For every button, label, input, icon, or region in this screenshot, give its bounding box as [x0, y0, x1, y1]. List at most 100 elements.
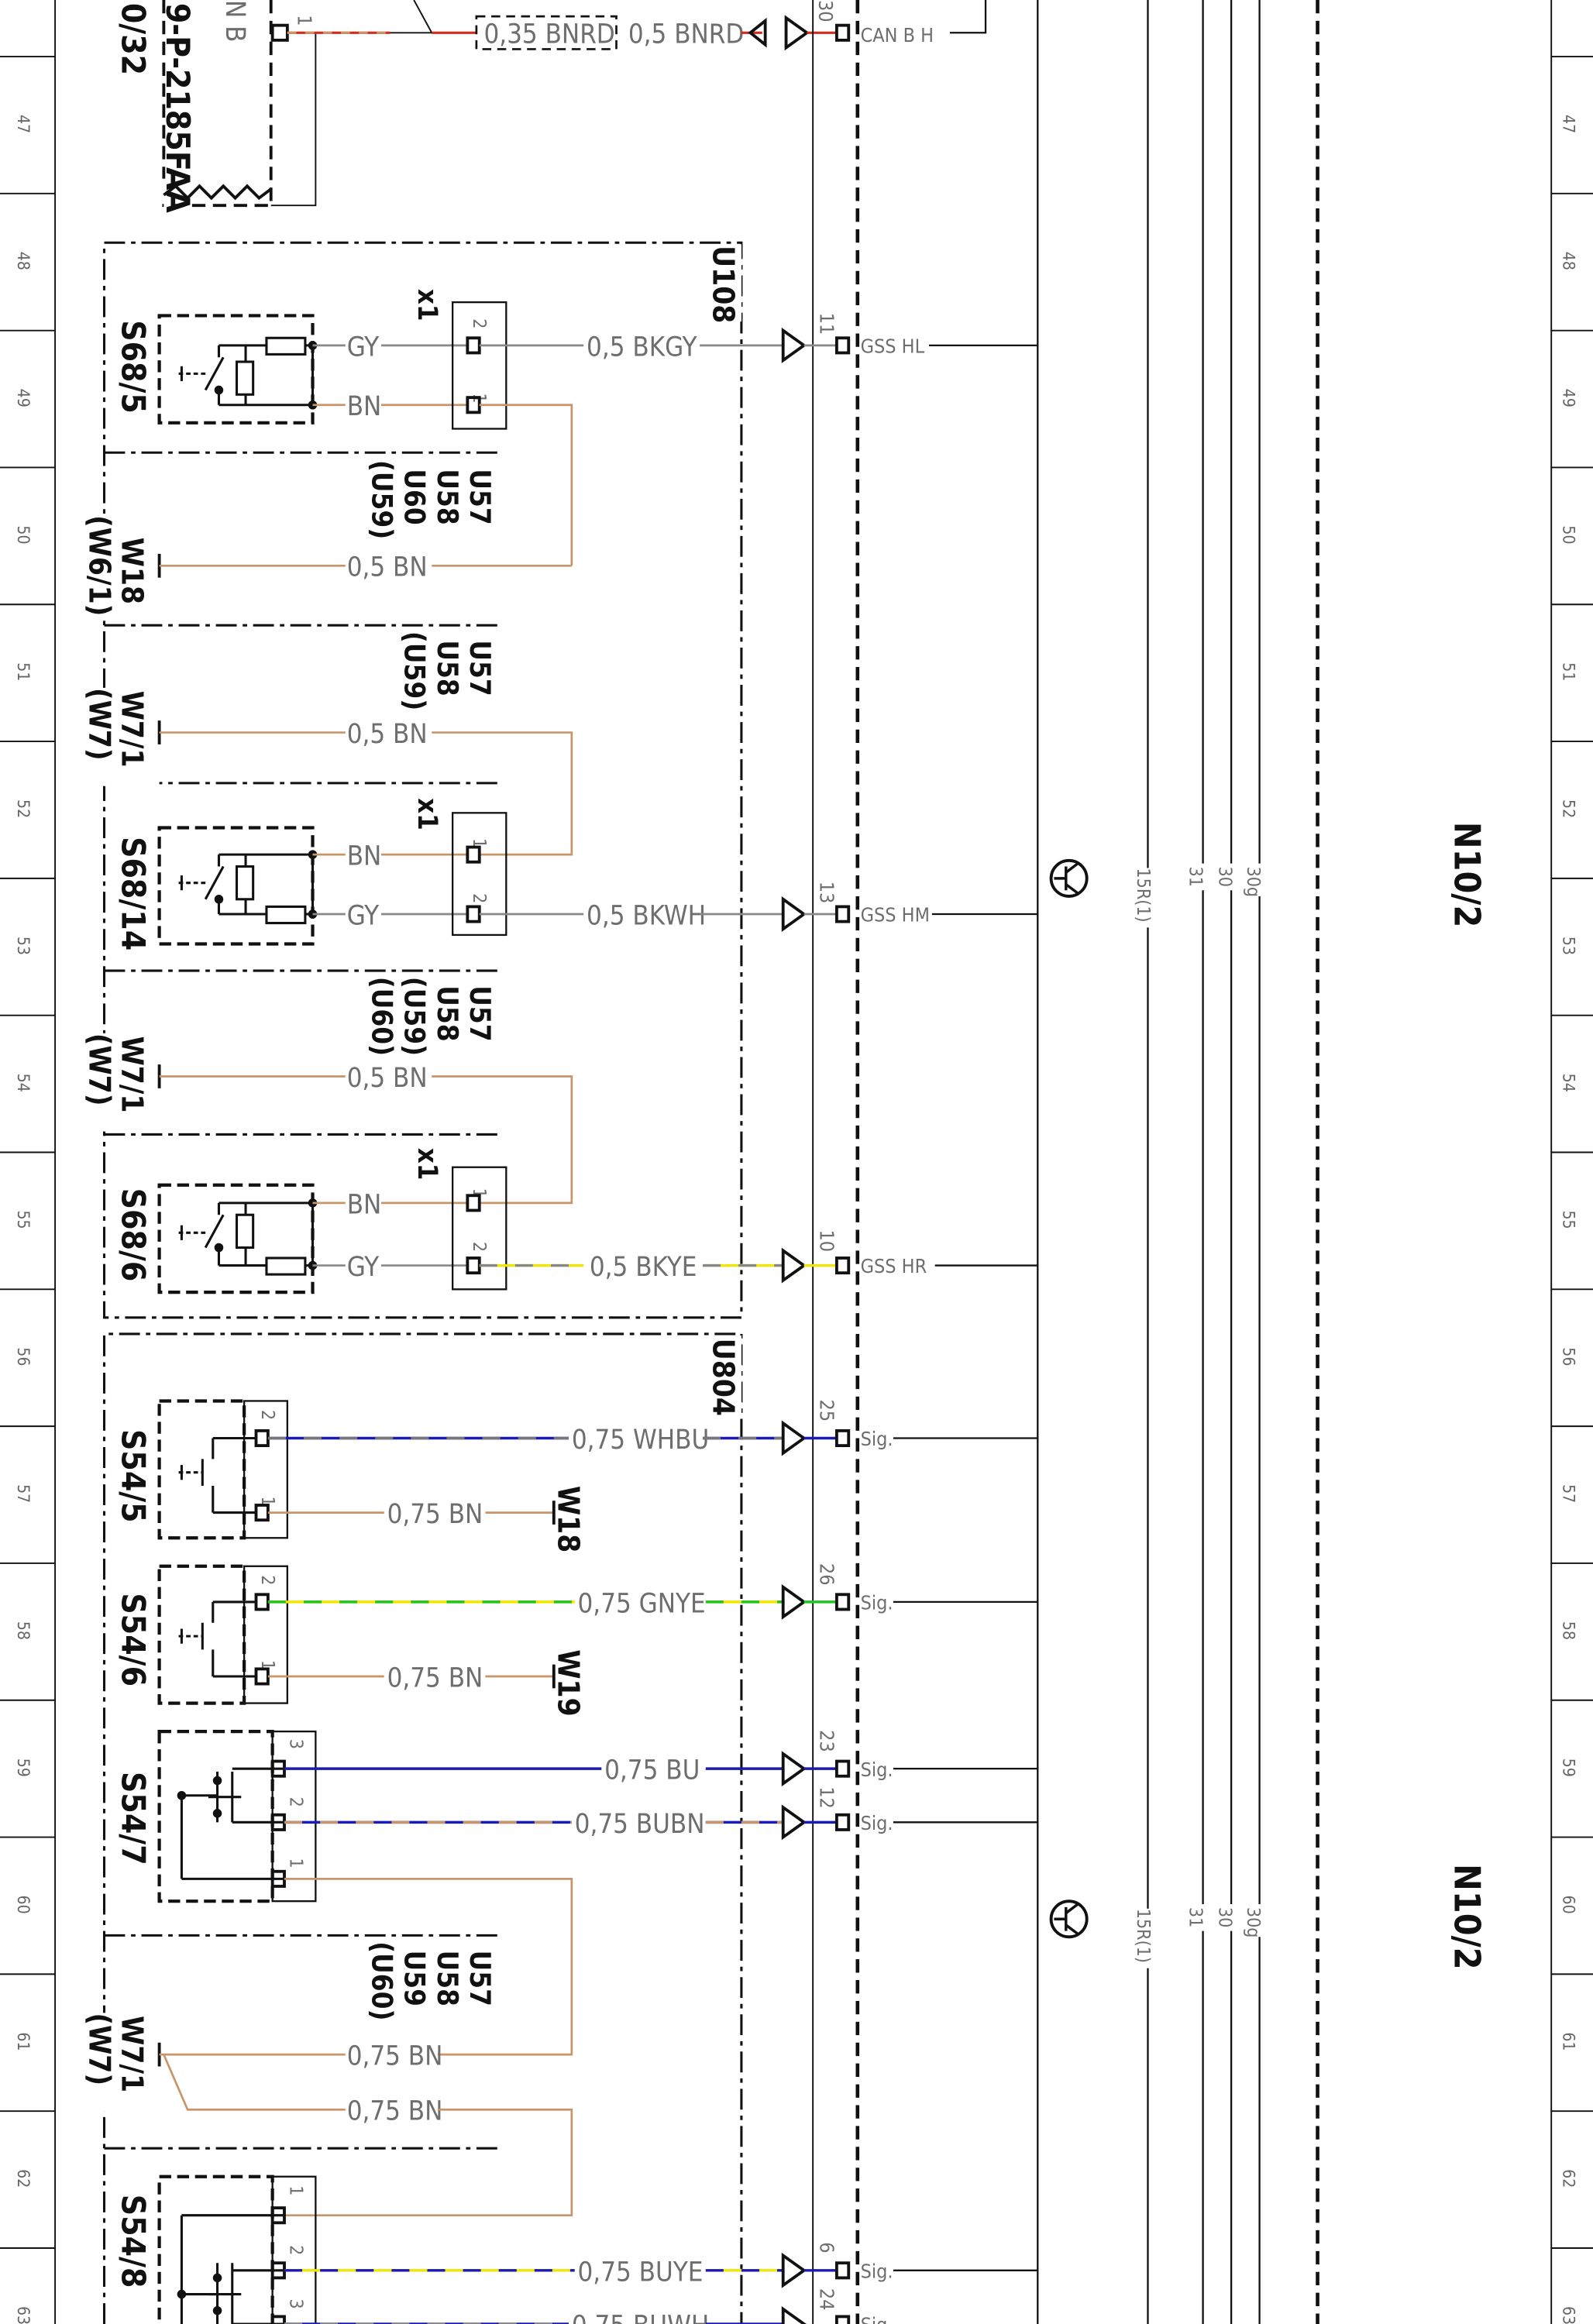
n10-pin-25: 25	[816, 1400, 838, 1422]
switch-pin: 2	[257, 1575, 277, 1585]
wire-0-75-whbu: 0,75 WHBU	[572, 1425, 709, 1456]
switch-symbol-icon	[178, 1198, 318, 1276]
option-code: U58	[431, 640, 464, 696]
option-code: U57	[463, 640, 497, 696]
switch-label: S54/7	[115, 1772, 153, 1865]
ruler-row-number: 48	[14, 252, 33, 270]
switch-pin: 2	[257, 1410, 277, 1420]
ruler-row-number: 55	[14, 1210, 33, 1229]
option-code: (U60)	[365, 977, 398, 1056]
wire-0-5-bkwh: 0,5 BKWH	[587, 900, 706, 931]
switch-pin: 3	[286, 2298, 306, 2309]
signal-gss-hm: GSS HM	[861, 904, 930, 927]
connector-x1: x1	[411, 1148, 442, 1181]
fragment-part-number: 9-P-2185FAA	[159, 3, 197, 214]
wire-0-75-buwh: 0,75 BUWH	[572, 2310, 709, 2324]
switch-label: S68/14	[115, 837, 153, 951]
ruler-row-number: 53	[14, 937, 33, 955]
ruler-row-number: 61	[14, 2032, 33, 2051]
pushbutton-switch-icon	[178, 1600, 256, 1678]
option-code: (U59)	[365, 460, 398, 539]
ruler-row-number: 57	[1560, 1484, 1579, 1503]
switch-symbol-icon	[178, 336, 318, 410]
bus-30g: 30g	[1243, 867, 1263, 898]
ground-w7-1: W7/1 (W7) 0,5 BN	[81, 1033, 573, 1205]
ruler-row-number: 58	[14, 1621, 33, 1640]
ground-sub-label: (W7)	[81, 2013, 116, 2085]
fragment-code: 0/32	[115, 3, 153, 75]
ruler-row-number: 47	[1560, 115, 1579, 133]
option-box-u108: U108	[102, 241, 743, 1319]
rocker-switch-icon	[177, 2214, 284, 2324]
connector-pin: 2	[469, 1242, 489, 1252]
n10-pin-10: 10	[816, 1229, 838, 1252]
ruler-row-number: 57	[14, 1484, 33, 1503]
ruler-row-number: 50	[14, 525, 33, 544]
option-code: U60	[398, 469, 432, 524]
switch-s68-14: S68/14 BN GY x1 1 2	[115, 798, 1038, 951]
power-bus-block-lower: 15R(1) 31 30 30g	[1133, 1904, 1266, 1968]
switch-label: S54/8	[115, 2195, 153, 2288]
wire-0-75-bn: 0,75 BN	[347, 2041, 443, 2072]
n10-pin-11: 11	[816, 313, 838, 335]
ruler-row-number: 49	[14, 389, 33, 407]
option-code: U58	[431, 1951, 464, 2006]
signal-sig: Sig.	[861, 1812, 893, 1834]
wire-color-gy: GY	[347, 1252, 380, 1283]
transistor-icon	[1049, 858, 1089, 898]
signal-gss-hr: GSS HR	[861, 1255, 927, 1277]
switch-label: S54/6	[115, 1593, 153, 1686]
ground-sub-label: (W7)	[81, 1033, 116, 1106]
ruler-row-number: 56	[14, 1347, 33, 1366]
ruler-row-number: 59	[1560, 1758, 1579, 1777]
ruler-row-number: 60	[1560, 1896, 1579, 1914]
ruler-row-number: 53	[1560, 937, 1579, 955]
wire-0-5-bn: 0,5 BN	[347, 1063, 428, 1094]
wire-0-5-bkye: 0,5 BKYE	[590, 1252, 697, 1283]
bus-30: 30	[1215, 867, 1235, 887]
option-code: U57	[463, 1951, 497, 2006]
n10-pin-30: 30	[814, 0, 837, 22]
bus-31: 31	[1185, 1907, 1205, 1927]
condition-codes-2: U57 U58 (U59)	[398, 631, 497, 710]
ruler-row-number: 55	[1560, 1210, 1579, 1229]
option-code: U59	[398, 1951, 432, 2006]
n10-pin-24: 24	[816, 2288, 838, 2311]
option-code: U58	[431, 985, 464, 1041]
condition-codes-3: U57 U58 (U59) (U60)	[365, 977, 497, 1056]
signal-sig: Sig.	[861, 1758, 893, 1781]
switch-pin: 3	[286, 1739, 306, 1749]
switch-s68-5: S68/5 GY BN x1 2 1	[115, 289, 1038, 566]
ruler-row-number: 61	[1560, 2032, 1579, 2051]
ruler-row-number: 63	[14, 2306, 33, 2324]
power-bus-block-upper: 15R(1) 31 30 30g	[1133, 863, 1266, 928]
wire-0-35-bnrd: 0,35 BNRD	[483, 19, 614, 50]
switch-s54-8: S54/8 1 2 3 0,75 BUYE 6 Sig.	[115, 2174, 1038, 2324]
switch-pin: 1	[286, 1858, 306, 1868]
switch-label: S68/5	[115, 320, 153, 414]
wire-0-75-bn: 0,75 BN	[387, 1499, 483, 1530]
bus-30: 30	[1215, 1907, 1235, 1927]
condition-codes-1: U57 U58 U60 (U59)	[365, 460, 497, 539]
connector-pin: 2	[469, 318, 489, 328]
wire-0-5-bn: 0,5 BN	[347, 552, 428, 583]
ruler-row-number: 62	[1560, 2169, 1579, 2188]
ground-label: W18	[115, 538, 150, 604]
ruler-row-number: 50	[1560, 525, 1579, 544]
ruler-row-number: 52	[1560, 799, 1579, 818]
connector-pin: 2	[469, 893, 489, 903]
connector-x1: x1	[411, 289, 442, 321]
signal-gss-hl: GSS HL	[861, 335, 925, 357]
n10-label-upper: N10/2	[1446, 822, 1488, 927]
ruler-row-number: 56	[1560, 1347, 1579, 1366]
switch-s54-6: S54/6 2 1 0,75 GNYE 26 Sig. 0,75 BN W19	[115, 1563, 1038, 1717]
top-fragment-box: 0/32 9-P-2185FAA N B 1 0,35 BNRD 0,5 BNR…	[115, 0, 987, 214]
option-code: (U59)	[398, 977, 432, 1056]
option-code: U58	[431, 469, 464, 524]
fragment-pin-number: 1	[293, 15, 315, 26]
switch-symbol-icon	[178, 850, 318, 925]
n10-module: N10/2 N10/2 15R(1) 31 30 30g 15R(1) 31 3…	[812, 0, 1488, 2324]
condition-codes-4: U57 U58 U59 (U60)	[365, 1941, 497, 2020]
